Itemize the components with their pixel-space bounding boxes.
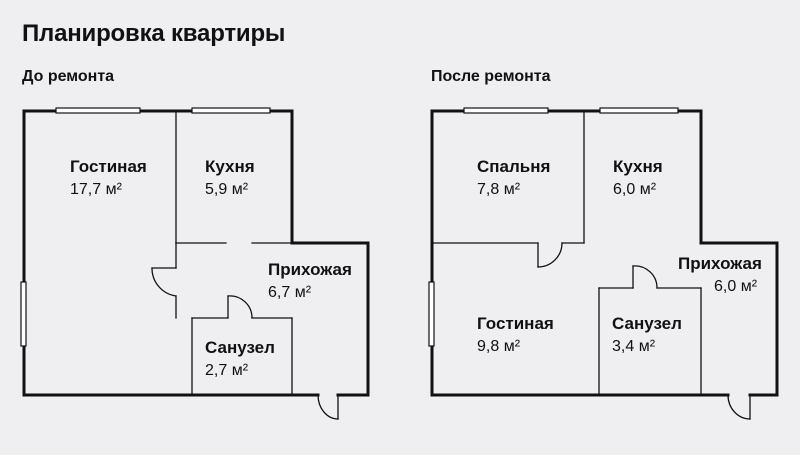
bedroom-area-after: 7,8 м² [477,181,521,198]
living-area-before: 17,7 м² [70,181,123,198]
kitchen-area-after: 6,0 м² [613,181,657,198]
bath-name-before: Санузел [205,338,275,357]
plan-before [20,107,370,420]
bath-name-after: Санузел [612,314,682,333]
hall-name-after: Прихожая [678,254,762,273]
hall-area-before: 6,7 м² [268,284,312,301]
doors-before [151,267,339,420]
hall-name-before: Прихожая [268,260,352,279]
doors-after [537,242,751,420]
living-area-after: 9,8 м² [477,338,521,355]
outer-wall-before [22,109,370,397]
plan-after [428,107,779,420]
inner-walls-after [431,110,702,396]
room-labels-before: Гостиная 17,7 м² Кухня 5,9 м² Прихожая 6… [70,157,352,379]
after-label: После ремонта [431,68,551,85]
before-label: До ремонта [22,68,115,85]
windows-after [428,107,679,347]
hall-area-after: 6,0 м² [714,278,758,295]
room-labels-after: Спальня 7,8 м² Кухня 6,0 м² Прихожая 6,0… [477,157,762,355]
living-name-after: Гостиная [477,314,554,333]
page-title: Планировка квартиры [22,20,286,47]
kitchen-area-before: 5,9 м² [205,181,249,198]
living-name-before: Гостиная [70,157,147,176]
bedroom-name-after: Спальня [477,157,550,176]
windows-before [20,107,271,347]
bath-area-after: 3,4 м² [612,338,656,355]
kitchen-name-before: Кухня [205,157,255,176]
bath-area-before: 2,7 м² [205,362,249,379]
inner-walls-before [175,110,293,396]
kitchen-name-after: Кухня [613,157,663,176]
